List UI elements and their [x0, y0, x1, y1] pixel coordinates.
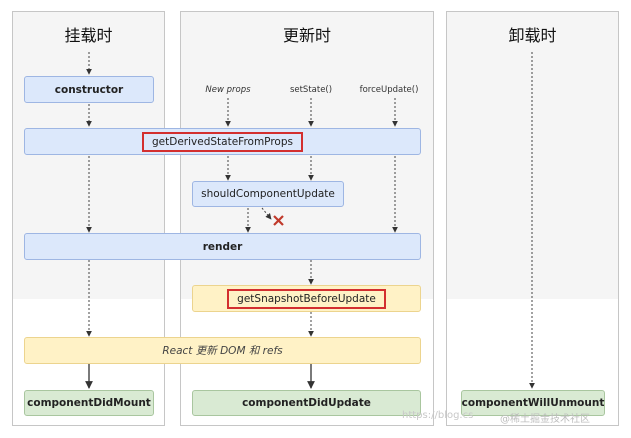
constructor-box: constructor — [24, 76, 154, 103]
update-column-title: 更新时 — [282, 26, 331, 45]
get-derived-state-label: getDerivedStateFromProps — [142, 131, 303, 152]
get-snapshot-label: getSnapshotBeforeUpdate — [227, 288, 386, 309]
watermark-url: https://blog.cs — [402, 410, 474, 421]
should-component-update-label: shouldComponentUpdate — [201, 188, 335, 200]
constructor-label: constructor — [54, 83, 124, 96]
arrow-should-false — [261, 207, 272, 220]
get-derived-state-box: getDerivedStateFromProps — [24, 128, 421, 155]
component-did-update-box: componentDidUpdate — [192, 390, 421, 416]
component-did-mount-box: componentDidMount — [24, 390, 154, 416]
component-will-unmount-box: componentWillUnmount — [461, 390, 605, 416]
should-component-update-box: shouldComponentUpdate — [192, 181, 344, 207]
trigger-new-props: New props — [205, 85, 251, 95]
cross-icon — [273, 215, 284, 226]
trigger-force-update: forceUpdate() — [359, 85, 419, 95]
render-box: render — [24, 233, 421, 260]
unmount-column-title: 卸载时 — [508, 26, 557, 45]
render-label: render — [202, 240, 243, 253]
trigger-set-state: setState() — [289, 85, 333, 95]
component-did-mount-label: componentDidMount — [27, 397, 151, 409]
watermark-site: @稀土掘金技术社区 — [500, 414, 590, 425]
react-update-dom-box: React 更新 DOM 和 refs — [24, 337, 421, 364]
get-snapshot-box: getSnapshotBeforeUpdate — [192, 285, 421, 312]
react-update-dom-label: React 更新 DOM 和 refs — [162, 345, 283, 357]
mount-column-title: 挂载时 — [64, 26, 113, 45]
component-did-update-label: componentDidUpdate — [242, 397, 371, 409]
component-will-unmount-label: componentWillUnmount — [461, 397, 605, 409]
